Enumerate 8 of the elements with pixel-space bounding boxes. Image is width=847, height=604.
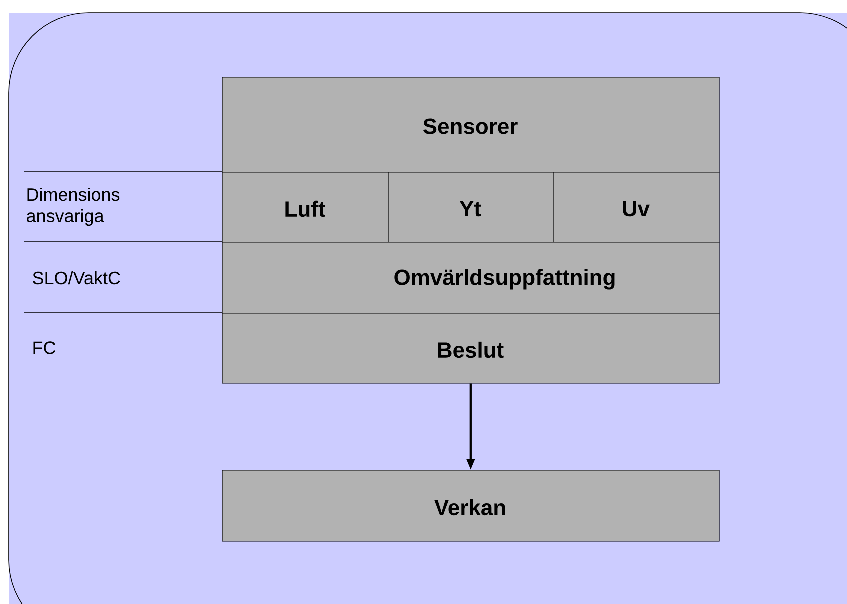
layer-box: Verkan [222,470,720,542]
row-label: Dimensions ansvariga [27,188,120,226]
row-label: SLO/VaktC [33,271,120,285]
row-label: FC [34,342,56,354]
layer-box: Luft [222,172,389,243]
layer-box: Uv [553,172,720,243]
layer-box: Yt [388,172,554,243]
layer-box: Beslut [222,313,720,384]
